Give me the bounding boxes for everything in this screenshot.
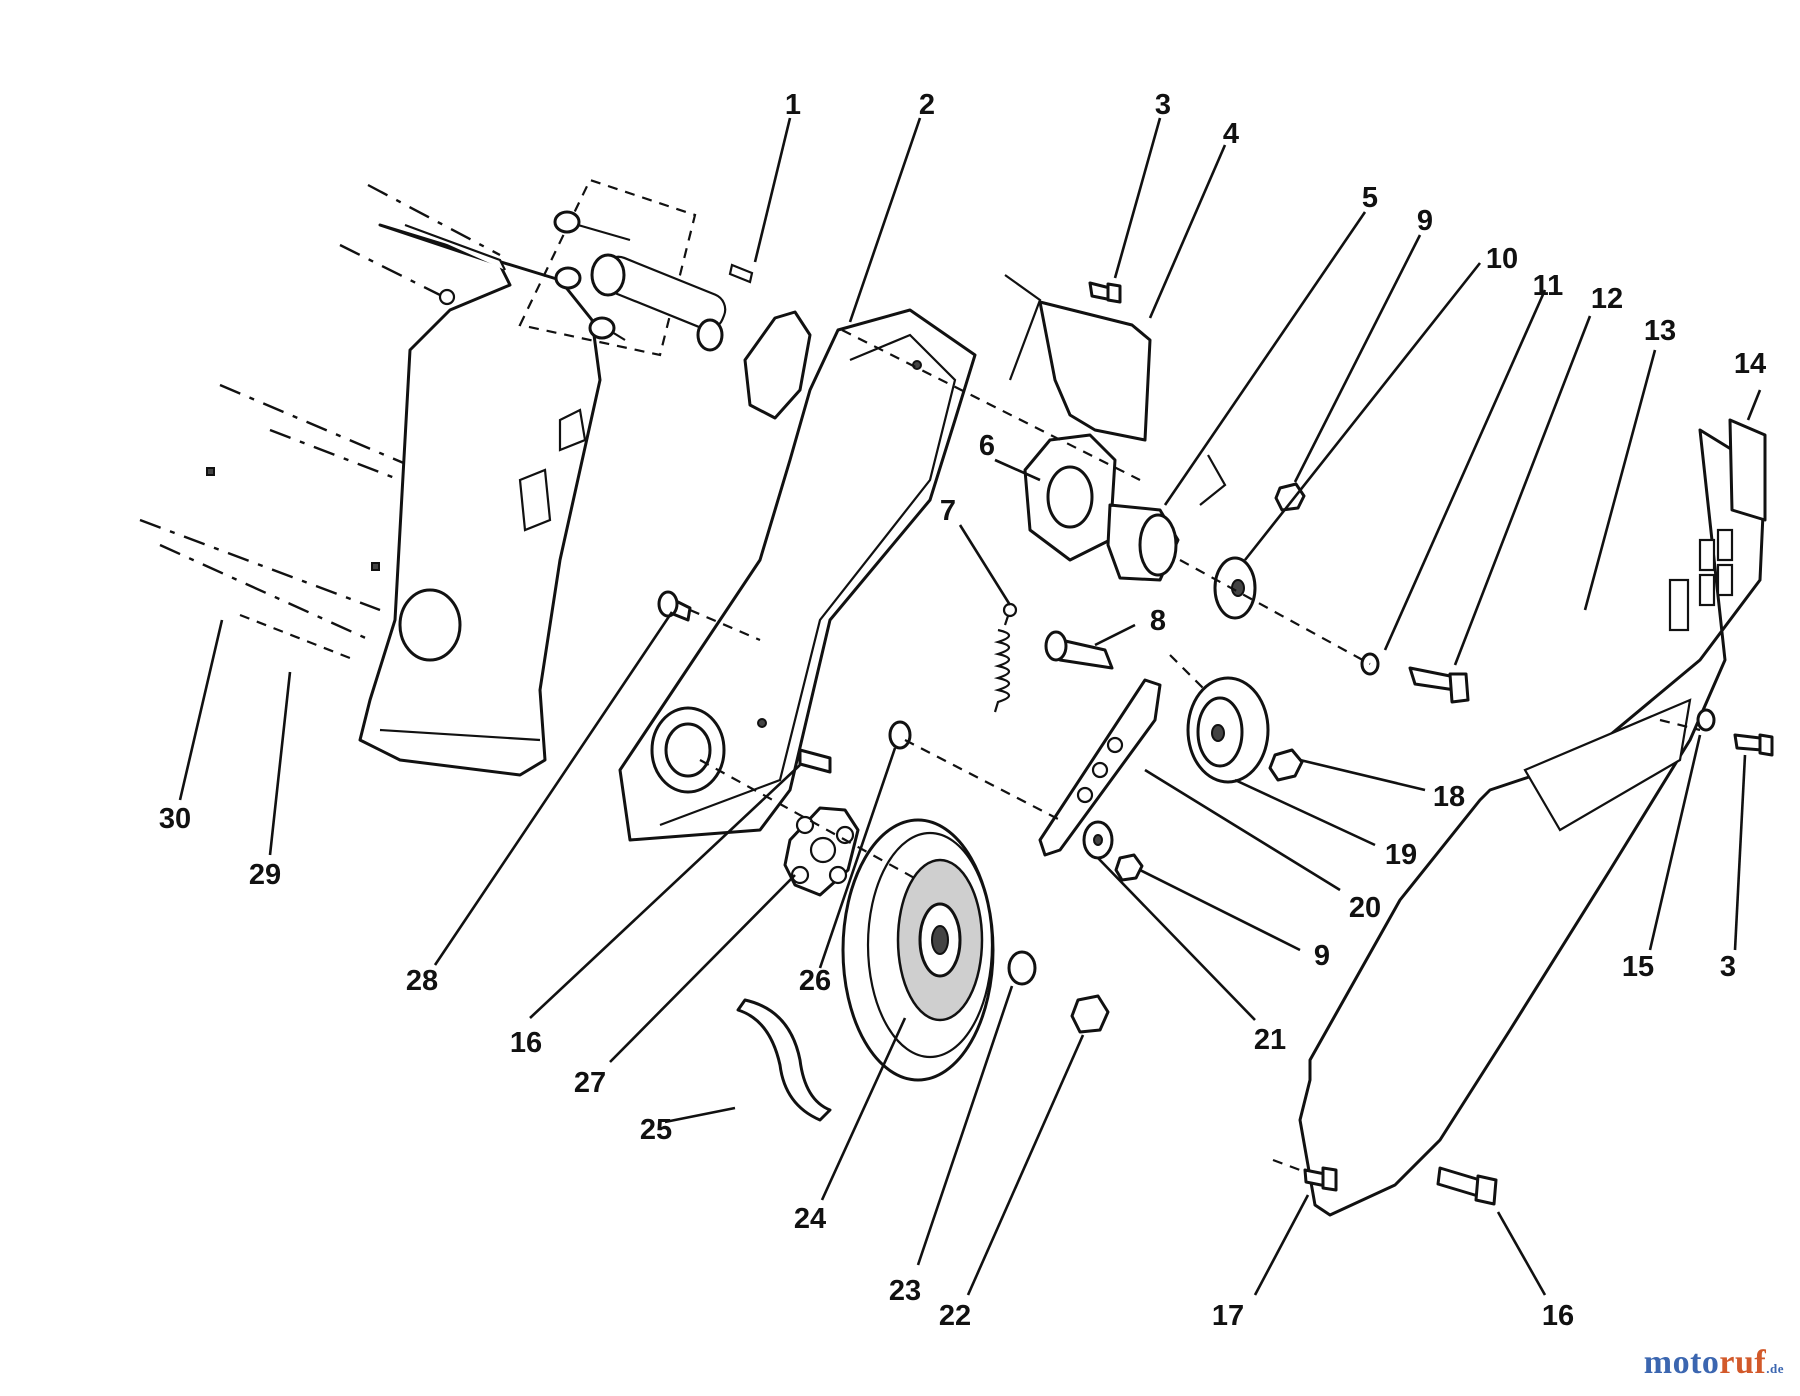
large-pulley [841,818,995,1082]
callout-20: 20 [1349,892,1381,924]
nut-top [1274,482,1306,512]
callout-13: 13 [1644,315,1676,347]
small-flange [743,310,812,420]
watermark-main: moto [1643,1344,1720,1381]
callout-23: 23 [889,1275,921,1307]
callout-4: 4 [1223,118,1239,150]
callout-6: 6 [979,430,995,462]
watermark-tld: .de [1766,1361,1784,1376]
callout-29: 29 [249,859,281,891]
callout-9: 9 [1417,205,1433,237]
callout-19: 19 [1385,839,1417,871]
washer-15 [1696,708,1716,732]
callout-10: 10 [1486,243,1518,275]
callout-16: 16 [510,1027,542,1059]
callout-3-right: 3 [1720,951,1736,983]
watermark-logo: motoruf.de [1644,1344,1784,1382]
callout-2: 2 [919,89,935,121]
chain-case [618,308,977,842]
callout-5: 5 [1362,182,1378,214]
callout-1: 1 [785,89,801,121]
bolt-3-right [1733,733,1764,752]
leader-lines [178,117,1762,1296]
callout-18: 18 [1433,781,1465,813]
nut-9-lower [1114,853,1144,882]
callout-7: 7 [940,495,956,527]
callout-3: 3 [1155,89,1171,121]
nut-18 [1268,748,1304,782]
nut-22 [1070,994,1110,1034]
callout-28: 28 [406,965,438,997]
callout-21: 21 [1254,1024,1286,1056]
callout-labels: 1 2 3 4 5 9 10 11 12 13 14 6 7 8 18 19 2… [159,89,1766,1332]
callout-30: 30 [159,803,191,835]
washer-23 [1007,950,1037,986]
callout-25: 25 [640,1114,672,1146]
pin-assembly-box [518,178,754,357]
callout-16-lower: 16 [1542,1300,1574,1332]
bolt-16-lower [1436,1166,1482,1198]
chain-guard [1298,418,1767,1217]
axis-lines [239,329,1701,1172]
watermark-accent: ruf [1719,1344,1767,1381]
callout-15: 15 [1622,951,1654,983]
washer-26 [888,720,912,750]
belt [736,998,832,1122]
callout-17: 17 [1212,1300,1244,1332]
callout-24: 24 [794,1203,826,1235]
bolt-12 [1408,666,1457,692]
callout-8: 8 [1150,605,1166,637]
frame-housing [139,183,602,777]
callout-26: 26 [799,965,831,997]
spring [993,602,1018,713]
callout-12: 12 [1591,283,1623,315]
callout-9-lower: 9 [1314,940,1330,972]
callout-22: 22 [939,1300,971,1332]
callout-27: 27 [574,1067,606,1099]
callout-11: 11 [1533,270,1564,302]
bracket [1038,300,1152,442]
bolt-16-upper [798,748,832,774]
callout-14: 14 [1734,348,1766,380]
